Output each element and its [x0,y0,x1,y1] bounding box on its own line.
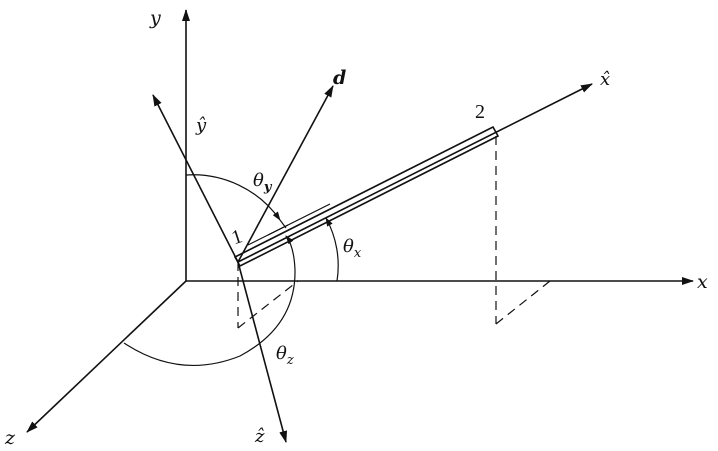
theta-x-label: θx [343,236,362,261]
theta-x-arc [325,217,339,282]
local-z-label: ẑ [254,426,265,447]
theta-y-label: θy [253,170,273,195]
node-2-label: 2 [475,101,485,123]
node-1-label: 1 [229,225,245,249]
global-z-axis [26,280,187,433]
theta-y-arc [185,174,281,221]
local-y-axis [152,94,239,263]
theta-z-arc [123,235,296,367]
d-vector [237,85,334,263]
global-z-label: z [4,427,16,449]
element-bar-centerline-2 [247,224,289,246]
projection-node1-diagonal [237,280,299,329]
d-label: d [333,67,346,89]
global-x-label: x [697,271,708,293]
global-y-label: y [149,7,161,29]
projection-node2-diagonal [495,280,551,325]
local-x-label: x̂ [600,69,610,90]
local-x-axis [237,83,593,263]
theta-y-arc-tail [279,219,287,229]
theta-z-label: θz [276,343,294,368]
local-z-axis [237,261,288,443]
local-y-label: ŷ [195,115,207,136]
